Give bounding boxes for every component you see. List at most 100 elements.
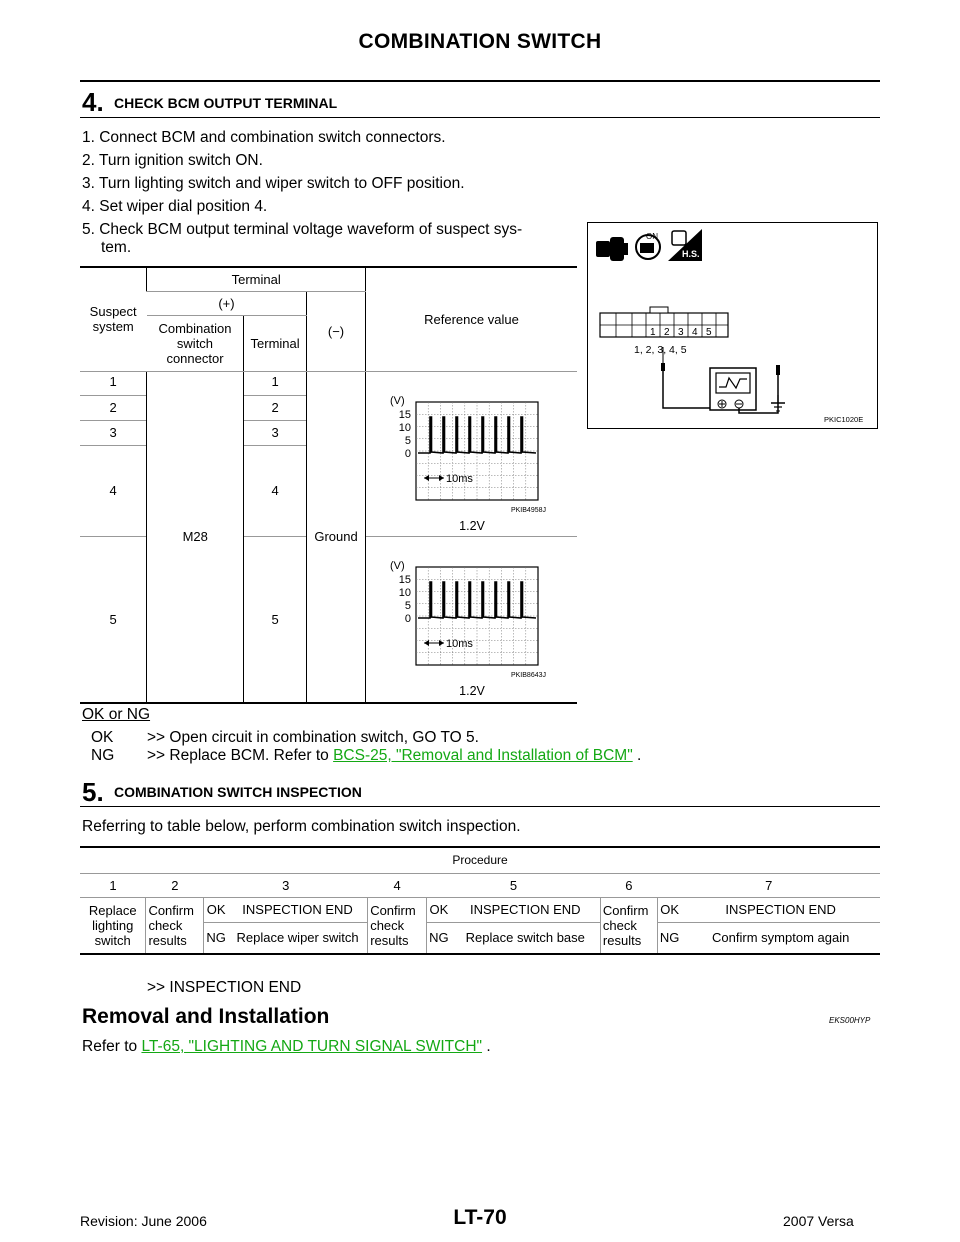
- instruction-3: 3. Turn lighting switch and wiper switch…: [82, 175, 465, 192]
- wave-tick-15: 15: [399, 409, 411, 421]
- removal-title: Removal and Installation: [82, 1005, 330, 1028]
- pin-number-4: 4: [692, 327, 698, 338]
- terminal-4: 4: [243, 444, 307, 536]
- removal-end: .: [486, 1038, 491, 1055]
- time-arrow-left-icon: [423, 639, 429, 646]
- time-arrow-left-icon: [423, 474, 429, 481]
- wave-trace: [417, 415, 537, 454]
- wave-tick-10: 10: [399, 422, 411, 434]
- ng-text: >> Replace BCM. Refer to: [147, 747, 329, 764]
- ng-3-text: Confirm symptom again: [712, 930, 850, 946]
- inspection-end: >> INSPECTION END: [147, 979, 302, 996]
- footer-revision: Revision: June 2006: [80, 1213, 207, 1229]
- header-rule: [80, 80, 880, 82]
- ng-2: NG: [426, 922, 451, 953]
- step-4-title: CHECK BCM OUTPUT TERMINAL: [114, 95, 338, 111]
- ground-cell: Ground: [306, 371, 366, 702]
- diagram-code: PKIC1020E: [824, 415, 863, 424]
- probe-wire-plus: [662, 371, 715, 409]
- ok-3: OK: [656, 897, 682, 923]
- header-connector: Combination switch connector: [146, 315, 244, 372]
- pin-number-3: 3: [678, 327, 684, 338]
- wave-code: PKIB4958J: [511, 507, 546, 514]
- instruction-5: 5. Check BCM output terminal voltage wav…: [82, 221, 523, 238]
- col-4: 4: [367, 873, 427, 898]
- probe-wire-minus: [738, 373, 779, 414]
- ok-1: OK: [203, 897, 228, 923]
- wave-unit-label: (V): [390, 395, 405, 407]
- terminal-3: 3: [243, 419, 307, 446]
- oscilloscope-icon: [709, 367, 757, 411]
- ng-3: NG: [656, 922, 682, 953]
- ignition-on-icon: ON: [635, 232, 661, 260]
- col-6: 6: [600, 873, 658, 898]
- wave-tick-10: 10: [399, 587, 411, 599]
- step-5-intro: Referring to table below, perform combin…: [82, 818, 521, 835]
- ng-1: NG: [203, 922, 228, 953]
- page-title: COMBINATION SWITCH: [358, 30, 602, 53]
- ok-ng-heading: OK or NG: [82, 706, 151, 723]
- wave-trace: [417, 580, 537, 619]
- removal-text: Refer to: [82, 1038, 138, 1055]
- header-term: Terminal: [243, 315, 307, 372]
- pin-number-1: 1: [650, 327, 656, 338]
- step-5-rule: [80, 806, 880, 807]
- step-4-number: 4.: [82, 87, 104, 117]
- header-minus: (−): [306, 291, 366, 372]
- instruction-5-cont: tem.: [101, 239, 132, 256]
- suspect-system-4: 4: [80, 444, 147, 536]
- suspect-system-3: 3: [80, 419, 147, 446]
- lt-65-link[interactable]: LT-65, "LIGHTING AND TURN SIGNAL SWITCH": [141, 1038, 483, 1055]
- hs-badge-icon: H.S.: [668, 229, 702, 261]
- procedure-header: Procedure: [80, 848, 880, 874]
- pin-number-5: 5: [706, 327, 712, 338]
- ok-2-text: INSPECTION END: [450, 897, 601, 923]
- col-2: 2: [145, 873, 204, 898]
- ng-line: >> Replace BCM. Refer to BCS-25, "Remova…: [147, 747, 641, 765]
- instruction-1: 1. Connect BCM and combination switch co…: [82, 129, 446, 146]
- pin-number-2: 2: [664, 327, 670, 338]
- step-4-rule: [80, 117, 880, 118]
- suspect-system-1: 1: [109, 373, 117, 389]
- col-7: 7: [657, 873, 880, 898]
- instruction-4: 4. Set wiper dial position 4.: [82, 198, 268, 215]
- suspect-system-5: 5: [80, 535, 147, 702]
- header-plus: (+): [146, 291, 307, 316]
- confirm-check-2: Confirm check results: [367, 897, 427, 953]
- ok-text: >> Open circuit in combination switch, G…: [147, 729, 479, 746]
- confirm-check-3: Confirm check results: [599, 897, 658, 953]
- ok-1-text: INSPECTION END: [227, 897, 368, 923]
- col-3: 3: [203, 873, 368, 898]
- ground-icon: [771, 395, 785, 412]
- connector-face: [599, 306, 729, 338]
- wave-reference-value: 1.2V: [459, 519, 485, 533]
- replace-lighting-switch: Replace lighting switch: [88, 902, 137, 948]
- removal-line: Refer to LT-65, "LIGHTING AND TURN SIGNA…: [82, 1038, 491, 1056]
- procedure-table: Procedure 1 2 3 4 5 6 7 Replace lighting…: [80, 846, 880, 955]
- connector-icon: [596, 237, 628, 261]
- footer-model: 2007 Versa: [783, 1213, 854, 1229]
- header-terminal: Terminal: [146, 268, 366, 292]
- col-5: 5: [426, 873, 601, 898]
- ok-key: OK: [91, 729, 114, 746]
- wave-tick-0: 0: [405, 448, 411, 460]
- header-reference-value: Reference value: [364, 268, 577, 372]
- ok-2: OK: [426, 897, 451, 923]
- hs-label: H.S.: [682, 249, 700, 259]
- connector-m28: M28: [146, 371, 244, 702]
- bcs-25-link[interactable]: BCS-25, "Removal and Installation of BCM…: [333, 747, 633, 764]
- ok-3-text: INSPECTION END: [681, 897, 880, 923]
- wave-tick-5: 5: [405, 435, 411, 447]
- wave-tick-0: 0: [405, 613, 411, 625]
- wave-tick-15: 15: [399, 574, 411, 586]
- wave-reference-value: 1.2V: [459, 684, 485, 698]
- step-5-title: COMBINATION SWITCH INSPECTION: [114, 784, 362, 800]
- suspect-system-2: 2: [80, 394, 147, 421]
- pin-label: 1, 2, 3, 4, 5: [634, 344, 687, 356]
- confirm-check-1: Confirm check results: [145, 897, 204, 953]
